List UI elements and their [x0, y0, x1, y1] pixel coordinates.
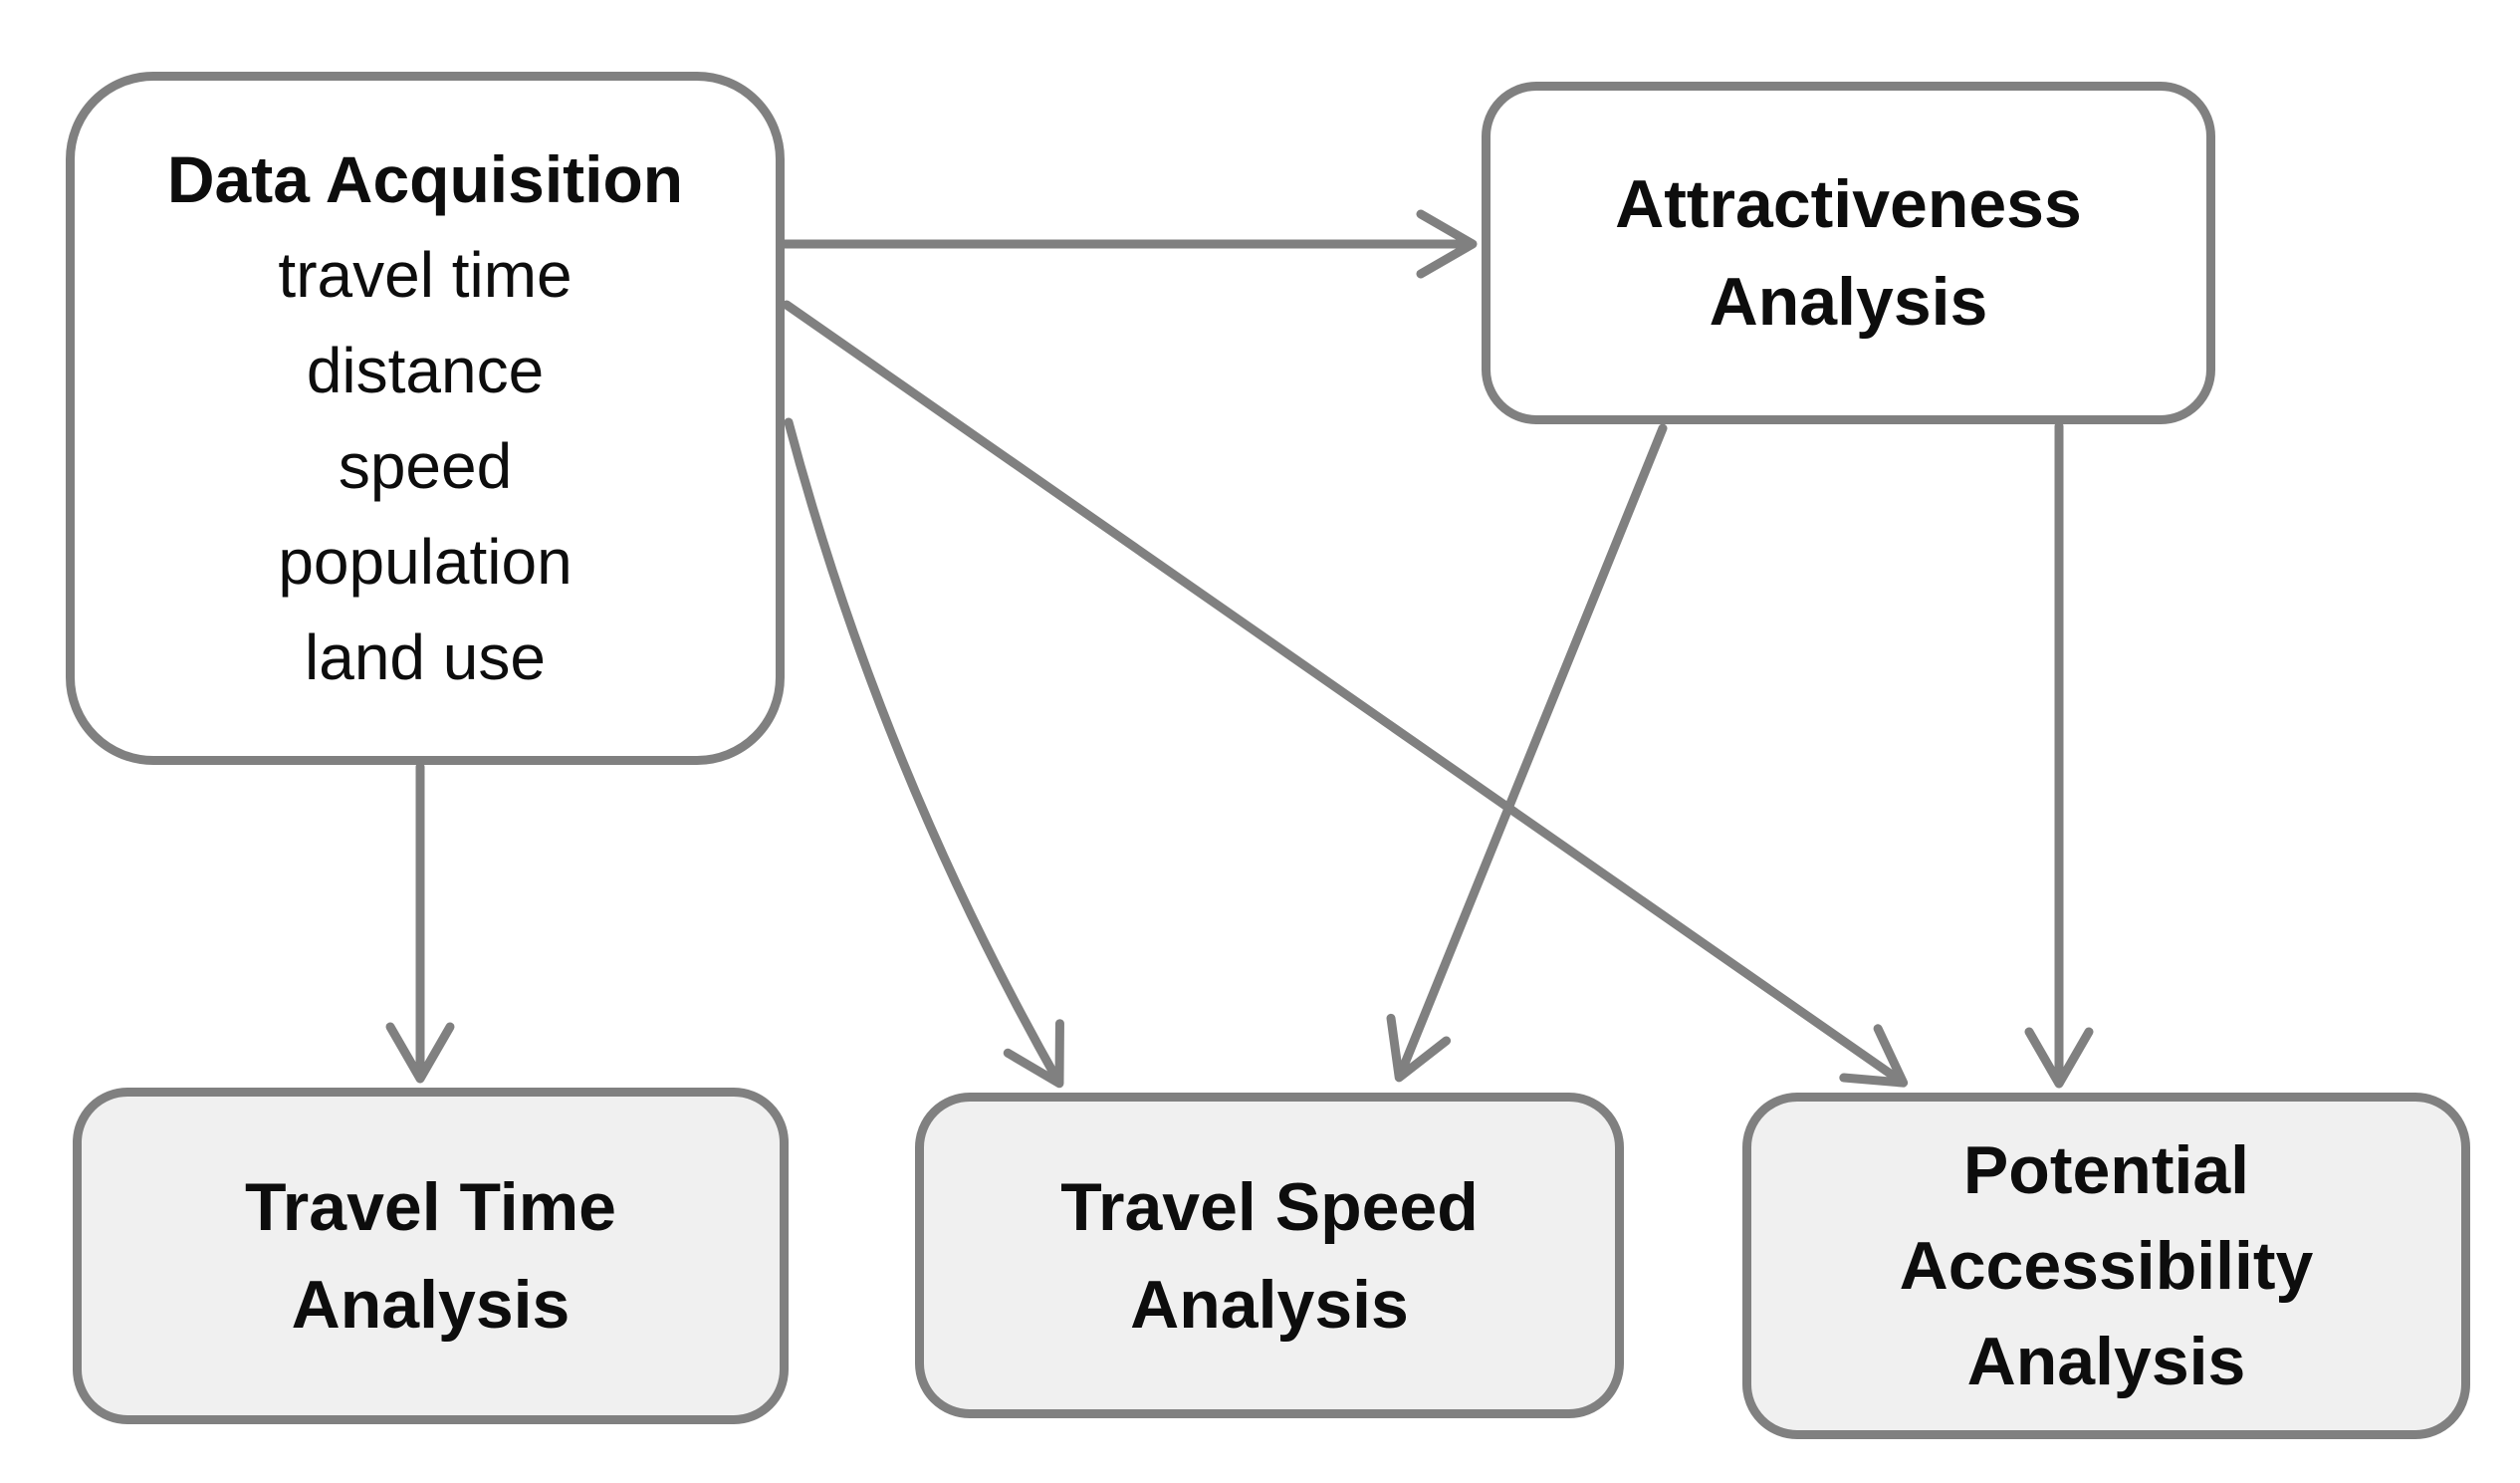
data-acquisition-item: population	[278, 526, 573, 598]
arrow-data-acquisition-to-potential-accessibility	[782, 300, 1909, 1088]
potential-accessibility-label-line: Analysis	[1966, 1324, 2246, 1399]
potential-accessibility-label-line: Accessibility	[1899, 1228, 2314, 1304]
data-acquisition-item: land use	[305, 621, 546, 693]
arrow-data-acquisition-to-travel-speed	[784, 417, 1064, 1089]
node-attractiveness-analysis: Attractiveness Analysis	[1482, 82, 2215, 424]
node-data-acquisition: Data Acquisition travel time distance sp…	[66, 72, 785, 765]
node-travel-time-analysis: Travel Time Analysis	[73, 1088, 789, 1424]
attractiveness-label-line: Analysis	[1709, 264, 1988, 340]
travel-speed-label-line: Analysis	[1130, 1266, 1409, 1343]
data-acquisition-item: speed	[338, 430, 513, 502]
node-potential-accessibility-analysis: Potential Accessibility Analysis	[1742, 1093, 2470, 1439]
travel-time-label-line: Travel Time	[245, 1169, 616, 1245]
data-acquisition-item: travel time	[278, 239, 573, 311]
travel-speed-label-line: Travel Speed	[1060, 1168, 1479, 1245]
arrow-attractiveness-to-travel-speed	[1386, 423, 1668, 1083]
attractiveness-label-line: Attractiveness	[1615, 166, 2082, 242]
node-travel-speed-analysis: Travel Speed Analysis	[915, 1093, 1624, 1418]
potential-accessibility-label-line: Potential	[1962, 1132, 2250, 1208]
data-acquisition-title: Data Acquisition	[166, 142, 684, 216]
data-acquisition-item: distance	[306, 335, 545, 406]
travel-time-label-line: Analysis	[291, 1267, 571, 1343]
